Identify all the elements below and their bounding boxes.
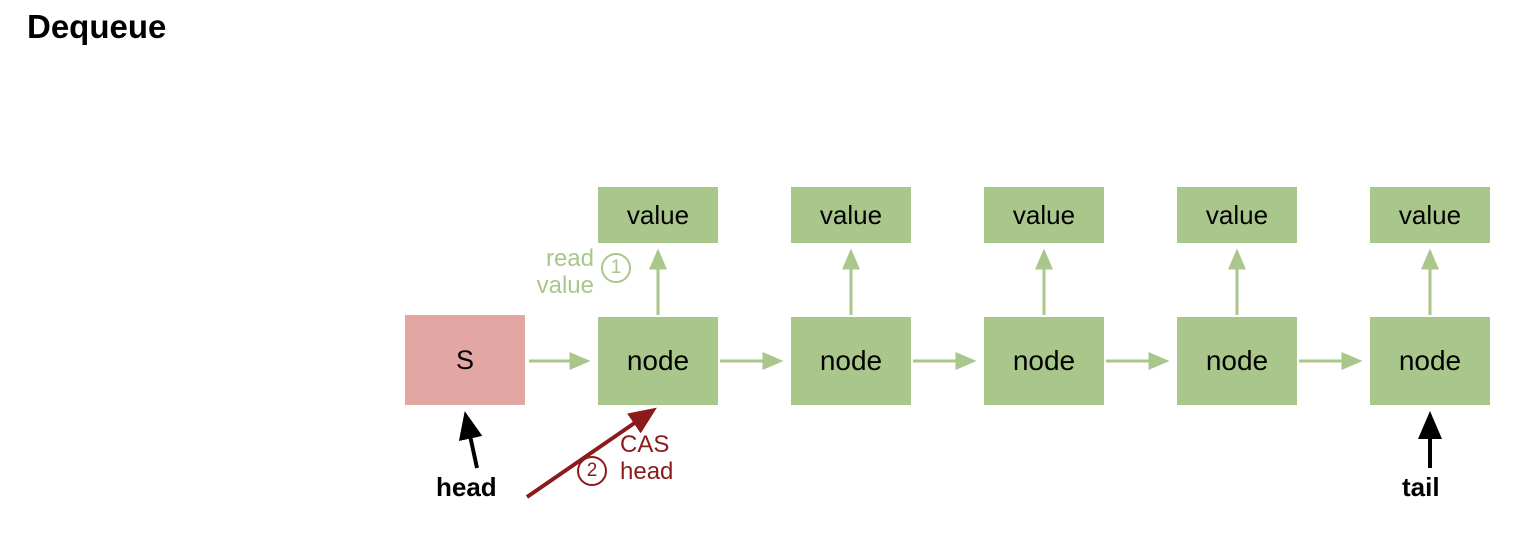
node-label: node	[1012, 345, 1076, 376]
value-box-5: value	[1370, 187, 1490, 243]
node-label: node	[626, 345, 690, 376]
arrow-head-pointer	[458, 411, 483, 469]
read-value-annotation: read value	[536, 245, 594, 299]
node-label: node	[1398, 345, 1462, 376]
node-box-3: node	[984, 317, 1104, 405]
value-box-3: value	[984, 187, 1104, 243]
step-1-number: 1	[610, 257, 622, 278]
value-box-2: value	[791, 187, 911, 243]
tail-pointer-label: tail	[1402, 472, 1440, 502]
value-label: value	[1398, 199, 1462, 230]
value-label: value	[626, 199, 690, 230]
page-title: Dequeue	[27, 8, 167, 45]
node-box-1: node	[598, 317, 718, 405]
head-pointer-label: head	[436, 472, 497, 502]
node-box-5: node	[1370, 317, 1490, 405]
cas-head-annotation: CAS head	[620, 431, 674, 485]
node-box-4: node	[1177, 317, 1297, 405]
step-1-circle: 1	[601, 253, 631, 283]
value-label: value	[819, 199, 883, 230]
step-2-circle: 2	[577, 456, 607, 486]
step-2-number: 2	[586, 460, 598, 481]
value-box-4: value	[1177, 187, 1297, 243]
node-label: node	[1205, 345, 1269, 376]
sentinel-node-box: S	[405, 315, 525, 405]
value-label: value	[1205, 199, 1269, 230]
value-label: value	[1012, 199, 1076, 230]
value-box-1: value	[598, 187, 718, 243]
node-box-2: node	[791, 317, 911, 405]
sentinel-label: S	[455, 344, 474, 375]
node-label: node	[819, 345, 883, 376]
